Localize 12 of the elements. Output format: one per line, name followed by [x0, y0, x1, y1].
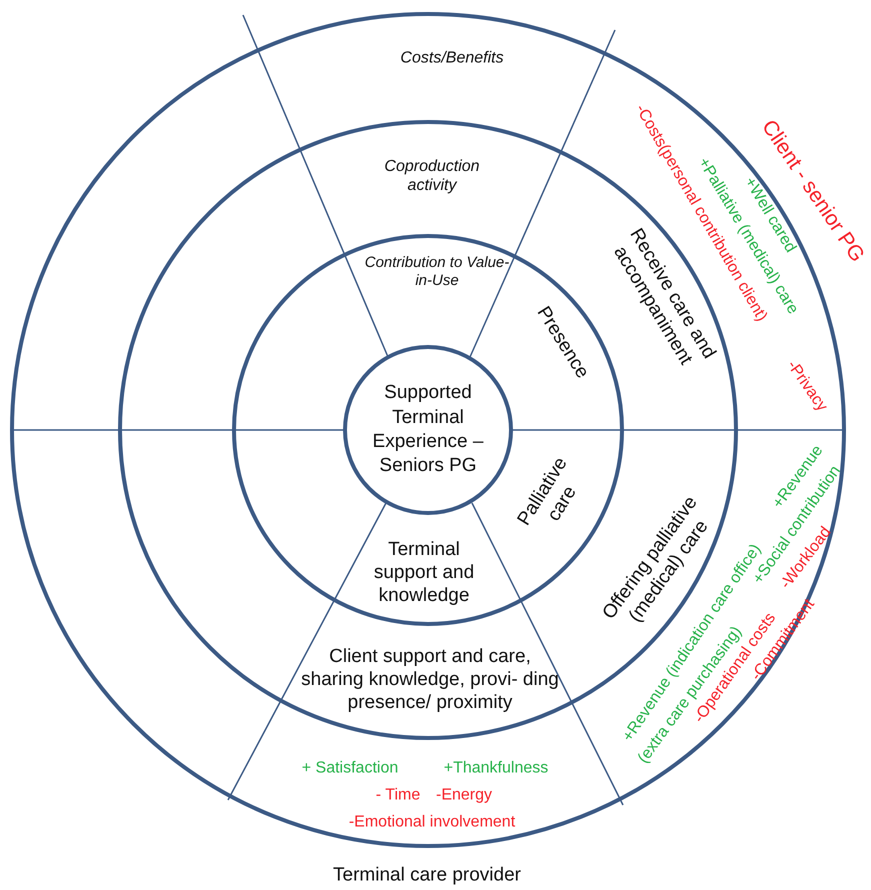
center-circle: Supported Terminal Experience – Seniors PG	[343, 345, 513, 515]
ring-heading: Coproduction activity	[383, 156, 481, 196]
ring-heading: Contribution to Value-in-Use	[364, 254, 510, 290]
segment-text: Client support and care, sharing knowledge, provi- ding presence/ proximity	[300, 646, 560, 714]
cost-text: -Emotional involvement	[348, 812, 516, 832]
ring-heading: Costs/Benefits	[400, 48, 504, 68]
cost-text: -Energy	[436, 785, 492, 805]
cost-text: - Time	[376, 785, 420, 805]
benefit-text: +Thankfulness	[444, 758, 548, 778]
actor-label: Terminal care provider	[333, 864, 521, 888]
segment-text: Terminal support and knowledge	[372, 538, 476, 608]
benefit-text: + Satisfaction	[302, 758, 398, 778]
